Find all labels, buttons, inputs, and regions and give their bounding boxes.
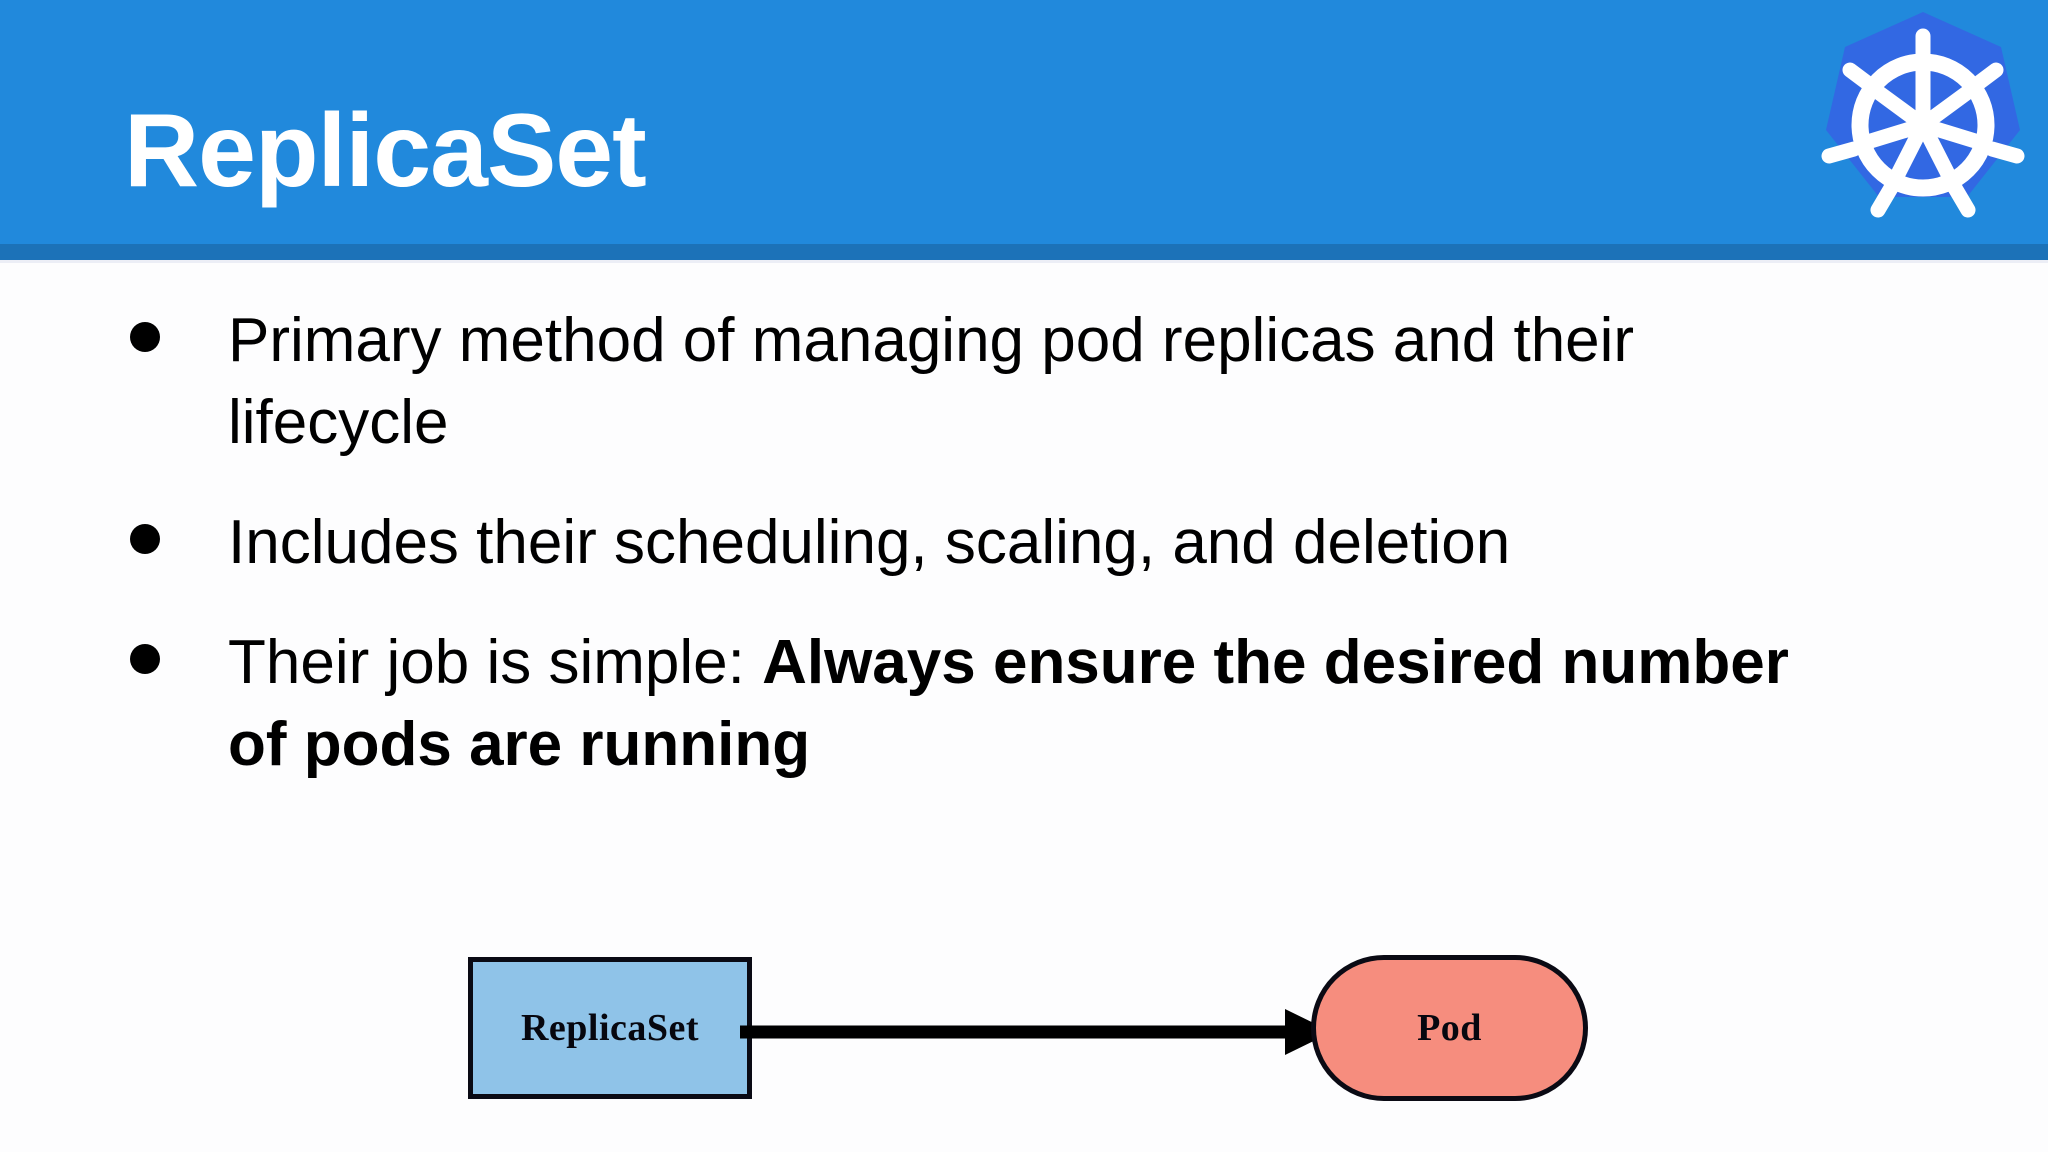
bullet-dot-icon (130, 322, 160, 352)
bullet-dot-icon (130, 524, 160, 554)
bullet-text-plain: Their job is simple: (228, 628, 763, 697)
list-item: Primary method of managing pod replicas … (0, 300, 2048, 464)
slide-header-band (0, 0, 2048, 244)
diagram-edge-arrow-icon (740, 1009, 1330, 1055)
kubernetes-logo-icon (1802, 6, 2044, 248)
diagram-node-label: Pod (1417, 1007, 1482, 1049)
diagram-node-label: ReplicaSet (520, 1007, 700, 1049)
bullet-text: Includes their scheduling, scaling, and … (228, 502, 1828, 584)
bullet-text-bold: Always ensure the desired number of pods… (228, 628, 1789, 779)
list-item: Their job is simple: Always ensure the d… (0, 622, 2048, 786)
replicaset-pod-diagram: ReplicaSet Pod (0, 930, 2048, 1152)
bullet-text: Their job is simple: Always ensure the d… (228, 622, 1828, 786)
bullet-list: Primary method of managing pod replicas … (0, 300, 2048, 824)
bullet-text-plain: Includes their scheduling, scaling, and … (228, 508, 1511, 577)
bullet-text: Primary method of managing pod replicas … (228, 300, 1828, 464)
page-title: ReplicaSet (124, 93, 647, 209)
bullet-text-plain: Primary method of managing pod replicas … (228, 306, 1635, 457)
bullet-dot-icon (130, 644, 160, 674)
diagram-node-replicaset: ReplicaSet (468, 957, 752, 1099)
slide-header-accent-bar (0, 244, 2048, 260)
slide-header-hairline (0, 260, 2048, 263)
list-item: Includes their scheduling, scaling, and … (0, 502, 2048, 584)
diagram-node-pod: Pod (1311, 955, 1588, 1101)
